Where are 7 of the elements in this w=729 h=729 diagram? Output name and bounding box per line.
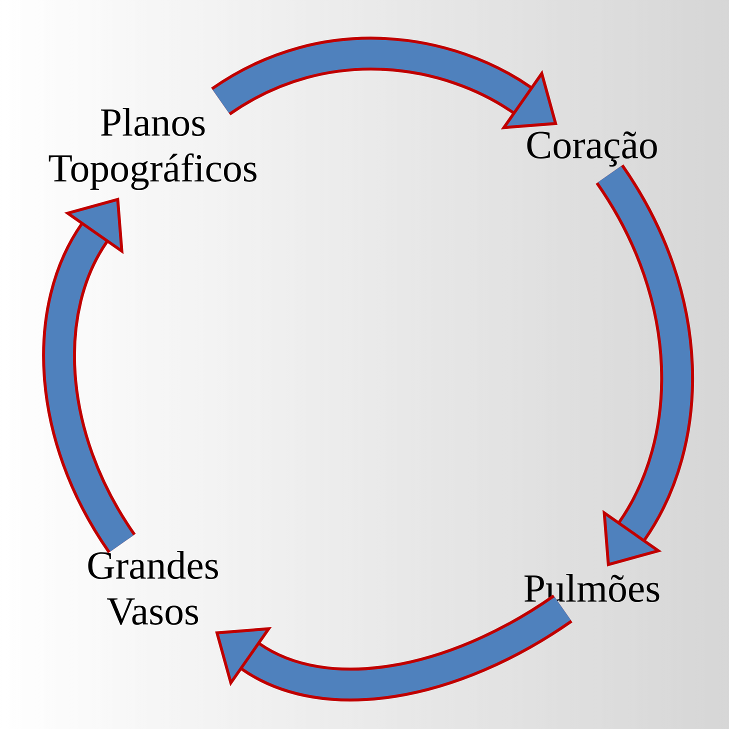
node-label: Pulmões [524,574,660,602]
block-arrow [42,198,136,553]
node-label: Grandes Vasos [88,550,218,626]
block-arrow [595,165,694,566]
node-label: Planos Topográficos [48,108,256,190]
block-arrow [212,37,558,130]
node-label: Coração [527,131,657,167]
